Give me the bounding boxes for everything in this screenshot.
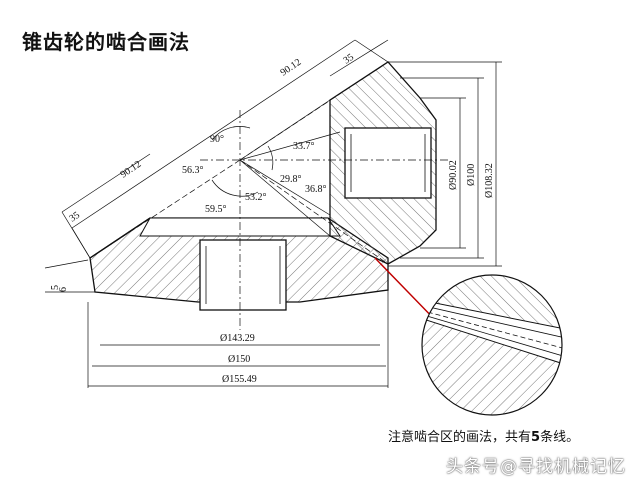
- mesh-detail-zoom: [421, 274, 563, 416]
- note-prefix: 注意啮合区的画法，共有: [388, 430, 532, 445]
- dim-top-face: 35: [342, 52, 356, 67]
- pitch-cone-lines: [89, 61, 450, 330]
- dim-vertical-1: Ø90.02: [448, 160, 459, 190]
- dim-vertical-3: Ø108.32: [484, 163, 495, 198]
- dim-side-6: 6: [58, 287, 69, 292]
- dim-left-face: 35: [68, 210, 82, 225]
- dim-vertical-2: Ø100: [466, 164, 477, 186]
- angle-59-5: 59.5°: [205, 204, 227, 215]
- angle-29-8: 29.8°: [280, 174, 302, 185]
- dim-diameter-1: Ø143.29: [220, 333, 255, 344]
- angle-labels: 90° 33.7° 56.3° 29.8° 36.8° 53.2° 59.5°: [182, 134, 327, 215]
- dim-side-5: 5: [50, 285, 61, 290]
- dim-diameter-3: Ø155.49: [222, 374, 257, 385]
- dim-top-length: 90.12: [279, 57, 304, 79]
- dimension-lines: [44, 39, 502, 388]
- watermark: 头条号@寻找机械记忆: [446, 457, 626, 477]
- dim-left-length: 90.12: [119, 159, 144, 181]
- note-count: 5: [531, 430, 541, 445]
- angle-90: 90°: [210, 134, 224, 145]
- angle-56-3: 56.3°: [182, 165, 204, 176]
- dim-diameter-2: Ø150: [228, 354, 250, 365]
- note-suffix: 条线。: [540, 430, 580, 445]
- angle-53-2: 53.2°: [245, 192, 267, 203]
- page-title: 锥齿轮的啮合画法: [22, 30, 190, 54]
- angle-33-7: 33.7°: [293, 141, 315, 152]
- mesh-note: 注意啮合区的画法，共有5条线。: [388, 426, 579, 445]
- angle-36-8: 36.8°: [305, 184, 327, 195]
- top-gear-section: [329, 61, 437, 265]
